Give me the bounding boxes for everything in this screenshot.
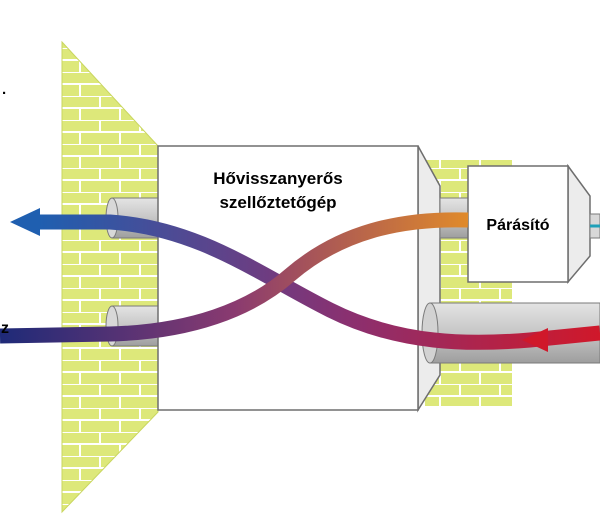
left-bottom-label-fragment: z — [1, 320, 9, 337]
supply-air-stream — [0, 212, 469, 344]
humidifier-box — [467, 163, 600, 285]
extract-arrow-icon — [522, 328, 548, 352]
humidifier-label: Párásító — [486, 217, 549, 234]
extract-air-stream — [10, 208, 600, 352]
exhaust-arrow-icon — [10, 208, 40, 236]
left-top-label-fragment: . — [2, 81, 6, 98]
unit-label-line2: szellőztetőgép — [219, 193, 336, 212]
unit-label-line1: Hővisszanyerős — [213, 169, 342, 188]
left-wall — [61, 40, 159, 514]
